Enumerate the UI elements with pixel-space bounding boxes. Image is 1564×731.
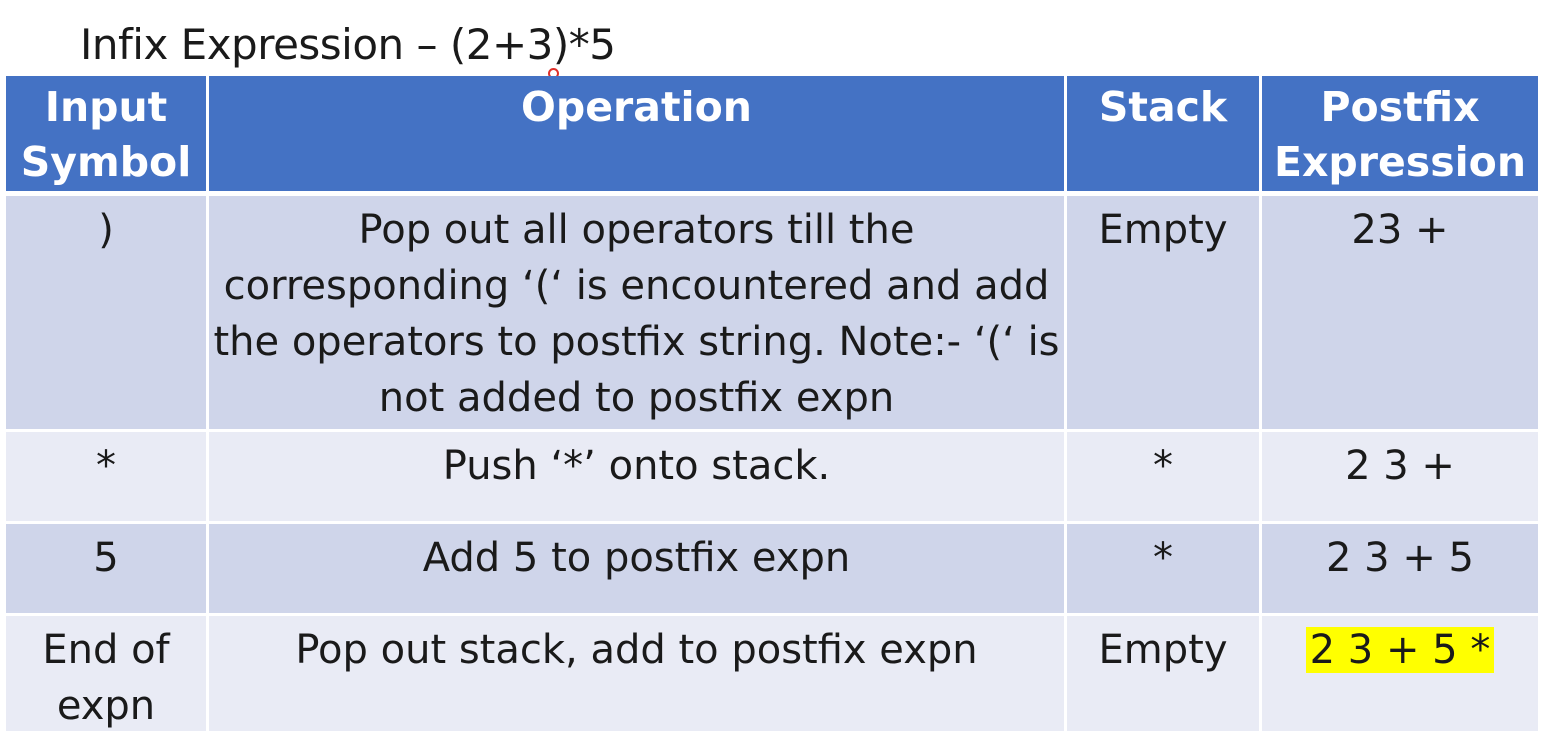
cell-stack: * (1067, 524, 1262, 616)
cell-postfix: 2 3 + 5 (1262, 524, 1538, 616)
final-postfix-highlight: 2 3 + 5 * (1305, 627, 1495, 673)
table-row: 5 Add 5 to postfix expn * 2 3 + 5 (6, 524, 1538, 616)
cell-postfix: 2 3 + (1262, 432, 1538, 524)
cell-input: End of expn (6, 616, 209, 731)
cell-input: ) (6, 196, 209, 432)
cell-input: 5 (6, 524, 209, 616)
table-row: * Push ‘*’ onto stack. * 2 3 + (6, 432, 1538, 524)
cell-operation: Add 5 to postfix expn (209, 524, 1067, 616)
cell-input: * (6, 432, 209, 524)
table-header-row: Input Symbol Operation Stack Postfix Exp… (6, 76, 1538, 196)
cell-stack: Empty (1067, 616, 1262, 731)
cell-postfix: 2 3 + 5 * (1262, 616, 1538, 731)
header-postfix-expression: Postfix Expression (1262, 76, 1538, 196)
table-row: End of expn Pop out stack, add to postfi… (6, 616, 1538, 731)
cell-operation: Push ‘*’ onto stack. (209, 432, 1067, 524)
cell-operation: Pop out all operators till the correspon… (209, 196, 1067, 432)
table-row: ) Pop out all operators till the corresp… (6, 196, 1538, 432)
slide-title: Infix Expression – (2+3)*5 (80, 20, 616, 69)
header-operation: Operation (209, 76, 1067, 196)
cell-stack: * (1067, 432, 1262, 524)
conversion-table: Input Symbol Operation Stack Postfix Exp… (6, 76, 1538, 731)
cell-postfix: 23 + (1262, 196, 1538, 432)
cell-operation: Pop out stack, add to postfix expn (209, 616, 1067, 731)
header-input-symbol: Input Symbol (6, 76, 209, 196)
cell-stack: Empty (1067, 196, 1262, 432)
header-stack: Stack (1067, 76, 1262, 196)
